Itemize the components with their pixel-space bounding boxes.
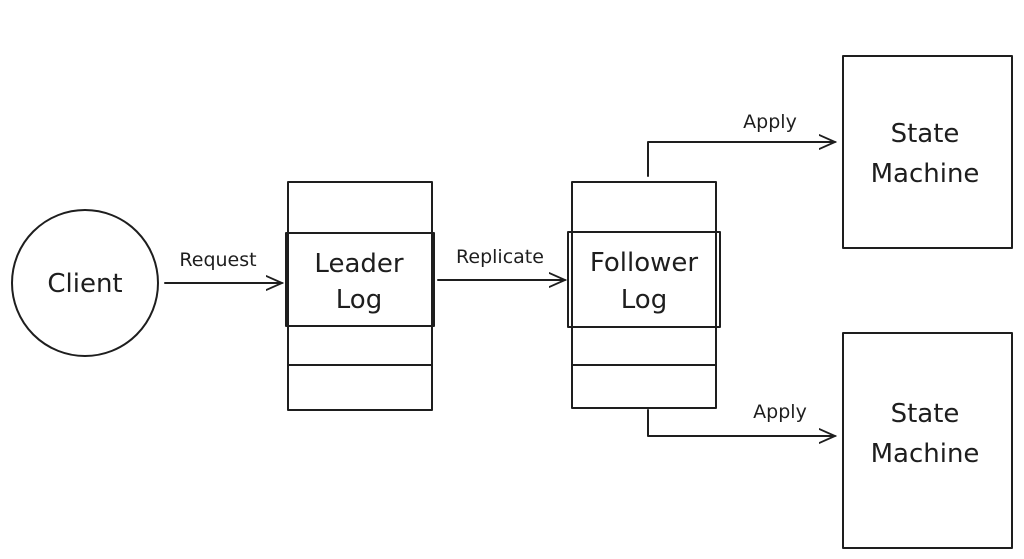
apply-top-edge: Apply xyxy=(647,111,835,177)
client-node: Client xyxy=(11,209,159,357)
state-machine-top-label-line1: State xyxy=(891,119,960,149)
state-machine-bottom-label-line1: State xyxy=(891,399,960,429)
replicate-label: Replicate xyxy=(456,246,544,268)
follower-log-box xyxy=(571,181,717,409)
leader-log-entry-highlight xyxy=(285,232,435,327)
state-machine-top-label-line2: Machine xyxy=(871,159,980,189)
state-machine-top-node: State Machine xyxy=(842,55,1013,249)
state-machine-bottom-box xyxy=(842,332,1013,549)
state-machine-bottom-node: State Machine xyxy=(842,332,1013,549)
request-edge: Request xyxy=(164,249,282,283)
client-label: Client xyxy=(47,269,122,299)
apply-bottom-edge: Apply xyxy=(647,401,835,436)
apply-top-label: Apply xyxy=(743,111,797,133)
state-machine-bottom-label-line2: Machine xyxy=(871,439,980,469)
state-machine-top-box xyxy=(842,55,1013,249)
leader-log-box xyxy=(287,181,433,411)
apply-bottom-label: Apply xyxy=(753,401,807,423)
follower-log-label-line2: Log xyxy=(621,285,667,315)
replicate-edge: Replicate xyxy=(437,246,565,280)
leader-log-label-line2: Log xyxy=(336,285,382,315)
apply-top-arrow xyxy=(647,142,835,177)
leader-log-label-line1: Leader xyxy=(314,249,403,279)
client-circle xyxy=(11,209,159,357)
follower-log-node: Follower Log xyxy=(567,181,721,409)
request-label: Request xyxy=(179,249,256,271)
follower-log-label-line1: Follower xyxy=(590,248,699,278)
follower-log-entry-highlight xyxy=(567,231,721,328)
leader-log-node: Leader Log xyxy=(285,181,435,411)
apply-bottom-arrow xyxy=(647,409,835,436)
